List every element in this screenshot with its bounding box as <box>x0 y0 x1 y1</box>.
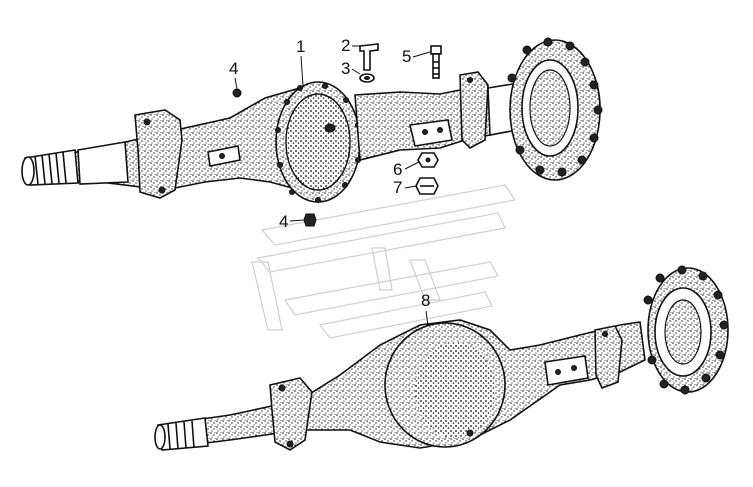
lower-hub-bolt-ring <box>643 265 729 395</box>
callout-1: 1 <box>296 37 305 87</box>
hub-bolt-ring <box>507 37 603 177</box>
callout-4-lower: 4 <box>279 212 305 231</box>
callout-label-7: 7 <box>393 178 402 197</box>
part-5-bolt <box>430 45 442 79</box>
callout-2: 2 <box>341 36 362 55</box>
callout-8: 8 <box>421 291 430 327</box>
callout-label-8: 8 <box>421 291 430 310</box>
part-6-nut <box>417 152 439 168</box>
part-4-plug-bottom <box>303 213 317 227</box>
callout-label-2: 2 <box>341 36 350 55</box>
callout-3: 3 <box>341 59 361 78</box>
part-3-washer <box>359 73 375 83</box>
callout-label-3: 3 <box>341 59 350 78</box>
upper-axle-housing <box>21 37 603 203</box>
callout-5: 5 <box>402 47 431 66</box>
callout-label-4b: 4 <box>279 212 288 231</box>
part-2-plug <box>359 43 379 71</box>
callout-label-1: 1 <box>296 37 305 56</box>
callout-label-6: 6 <box>393 160 402 179</box>
callout-7: 7 <box>393 178 417 197</box>
part-4-plug-top <box>232 88 242 98</box>
callout-label-4a: 4 <box>229 59 238 78</box>
callout-4-upper: 4 <box>229 59 238 90</box>
callout-6: 6 <box>393 160 420 179</box>
lower-axle-assembly <box>154 265 729 451</box>
callout-label-5: 5 <box>402 47 411 66</box>
watermark-graphic <box>251 184 517 339</box>
part-7-nut <box>415 177 439 195</box>
